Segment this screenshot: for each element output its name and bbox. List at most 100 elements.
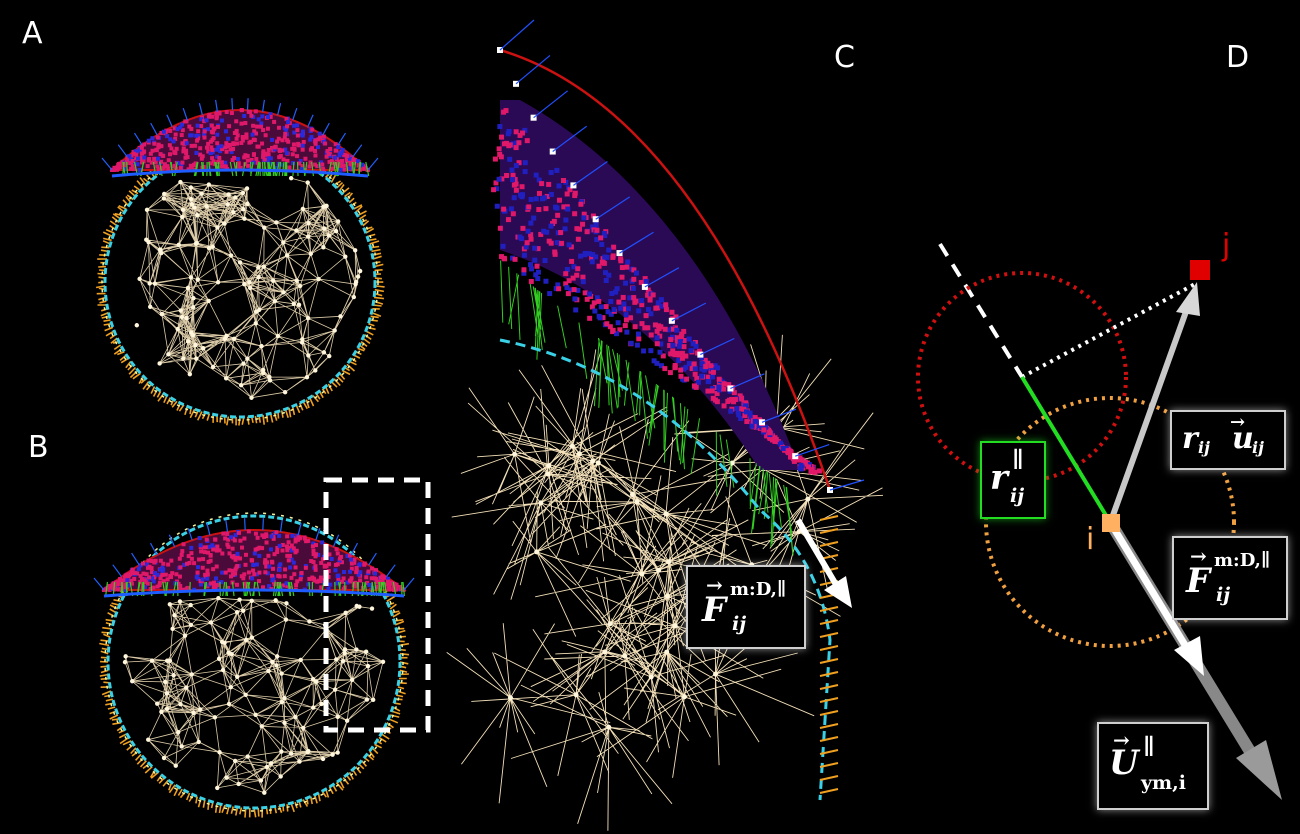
yolk-node — [298, 657, 303, 663]
zoom-deep-cell — [681, 337, 687, 343]
zoom-deep-cell — [578, 201, 584, 207]
deep-cell — [184, 151, 189, 156]
deep-cell — [214, 114, 219, 119]
deep-cell — [341, 587, 346, 592]
deep-cell — [319, 560, 324, 565]
deep-cell — [242, 572, 247, 577]
zoom-deep-cell — [631, 276, 637, 282]
deep-cell — [295, 128, 300, 133]
zoom-yolk-node — [666, 559, 672, 565]
yolk-node — [226, 650, 231, 655]
deep-cell — [139, 577, 144, 582]
zoom-deep-cell — [500, 243, 506, 249]
deep-cell — [165, 577, 170, 582]
deep-cell — [299, 573, 304, 578]
deep-cell — [261, 154, 266, 159]
yolk-node — [188, 622, 194, 628]
deep-cell — [285, 553, 290, 558]
deep-cell — [136, 566, 141, 571]
deep-cell — [287, 546, 292, 551]
deep-cell — [233, 571, 238, 576]
yolk-node — [313, 368, 318, 373]
deep-cell — [215, 544, 220, 549]
zoom-deep-cell — [556, 286, 562, 292]
zoom-deep-cell — [645, 292, 651, 298]
deep-cell — [219, 580, 224, 585]
deep-cell — [159, 166, 164, 171]
zoom-deep-cell — [752, 415, 758, 421]
deep-cell — [129, 581, 134, 586]
yolk-node — [267, 374, 272, 380]
u-ym-sup: ∥ — [1143, 734, 1155, 760]
u-ym-sub: ym,i — [1141, 772, 1186, 794]
zoom-deep-cell — [699, 361, 705, 367]
deep-cell — [280, 548, 285, 553]
deep-cell — [327, 151, 332, 156]
yolk-node — [267, 378, 273, 383]
zoom-deep-cell — [743, 400, 749, 406]
deep-cell — [272, 145, 277, 150]
yolk-node — [332, 687, 338, 692]
zoom-yolk-node — [590, 458, 596, 464]
deep-cell — [315, 579, 320, 584]
zoom-deep-cell — [554, 167, 560, 173]
deep-cell — [280, 542, 285, 547]
deep-cell — [316, 137, 321, 142]
deep-cell — [263, 152, 268, 157]
deep-cell — [206, 141, 211, 146]
zoom-deep-cell — [499, 176, 505, 182]
yolk-node — [137, 276, 142, 282]
deep-cell — [140, 160, 145, 165]
deep-cell — [297, 161, 302, 166]
zoom-deep-cell — [577, 226, 583, 232]
vector-r-ij — [1109, 304, 1191, 520]
yolk-node — [185, 285, 191, 291]
zoom-deep-cell — [544, 229, 550, 235]
deep-cell — [206, 550, 211, 555]
zoom-yolk-node — [664, 649, 670, 655]
deep-cell — [166, 166, 171, 171]
deep-cell — [224, 109, 229, 114]
deep-cell — [146, 158, 151, 163]
deep-cell — [239, 140, 244, 145]
deep-cell — [214, 564, 219, 569]
deep-cell — [202, 131, 207, 136]
deep-cell — [340, 158, 345, 163]
deep-cell — [345, 554, 350, 559]
zoom-deep-cell — [532, 245, 538, 251]
deep-cell — [231, 555, 236, 560]
yolk-node — [162, 191, 167, 197]
deep-cell — [220, 570, 225, 575]
deep-cell — [151, 579, 156, 584]
zoom-deep-cell — [674, 327, 680, 333]
deep-cell — [351, 158, 356, 163]
zoom-deep-cell — [641, 348, 647, 354]
zoom-deep-cell — [555, 282, 561, 288]
deep-cell — [128, 578, 133, 583]
deep-cell — [300, 143, 305, 148]
deep-cell — [349, 576, 354, 581]
deep-cell — [253, 531, 258, 536]
yolk-node — [352, 248, 358, 253]
zoom-yolk-node — [729, 460, 735, 466]
deep-cell — [254, 562, 259, 567]
zoom-deep-cell — [519, 184, 525, 190]
zoom-deep-cell — [521, 252, 527, 258]
deep-cell — [186, 167, 191, 172]
deep-cell — [172, 126, 177, 131]
deep-cell — [245, 153, 250, 158]
yolk-node — [144, 207, 150, 213]
zoom-deep-cell — [533, 272, 539, 278]
zoom-deep-cell — [594, 227, 600, 233]
zoom-deep-cell — [523, 244, 529, 250]
deep-cell — [241, 576, 246, 581]
deep-cell — [277, 564, 282, 569]
deep-cell — [341, 576, 346, 581]
deep-cell — [114, 167, 119, 172]
yolk-node — [293, 714, 298, 720]
deep-cell — [179, 133, 184, 138]
deep-cell — [235, 165, 240, 170]
deep-cell — [198, 146, 203, 151]
deep-cell — [215, 124, 220, 129]
zoom-deep-cell — [744, 409, 750, 415]
